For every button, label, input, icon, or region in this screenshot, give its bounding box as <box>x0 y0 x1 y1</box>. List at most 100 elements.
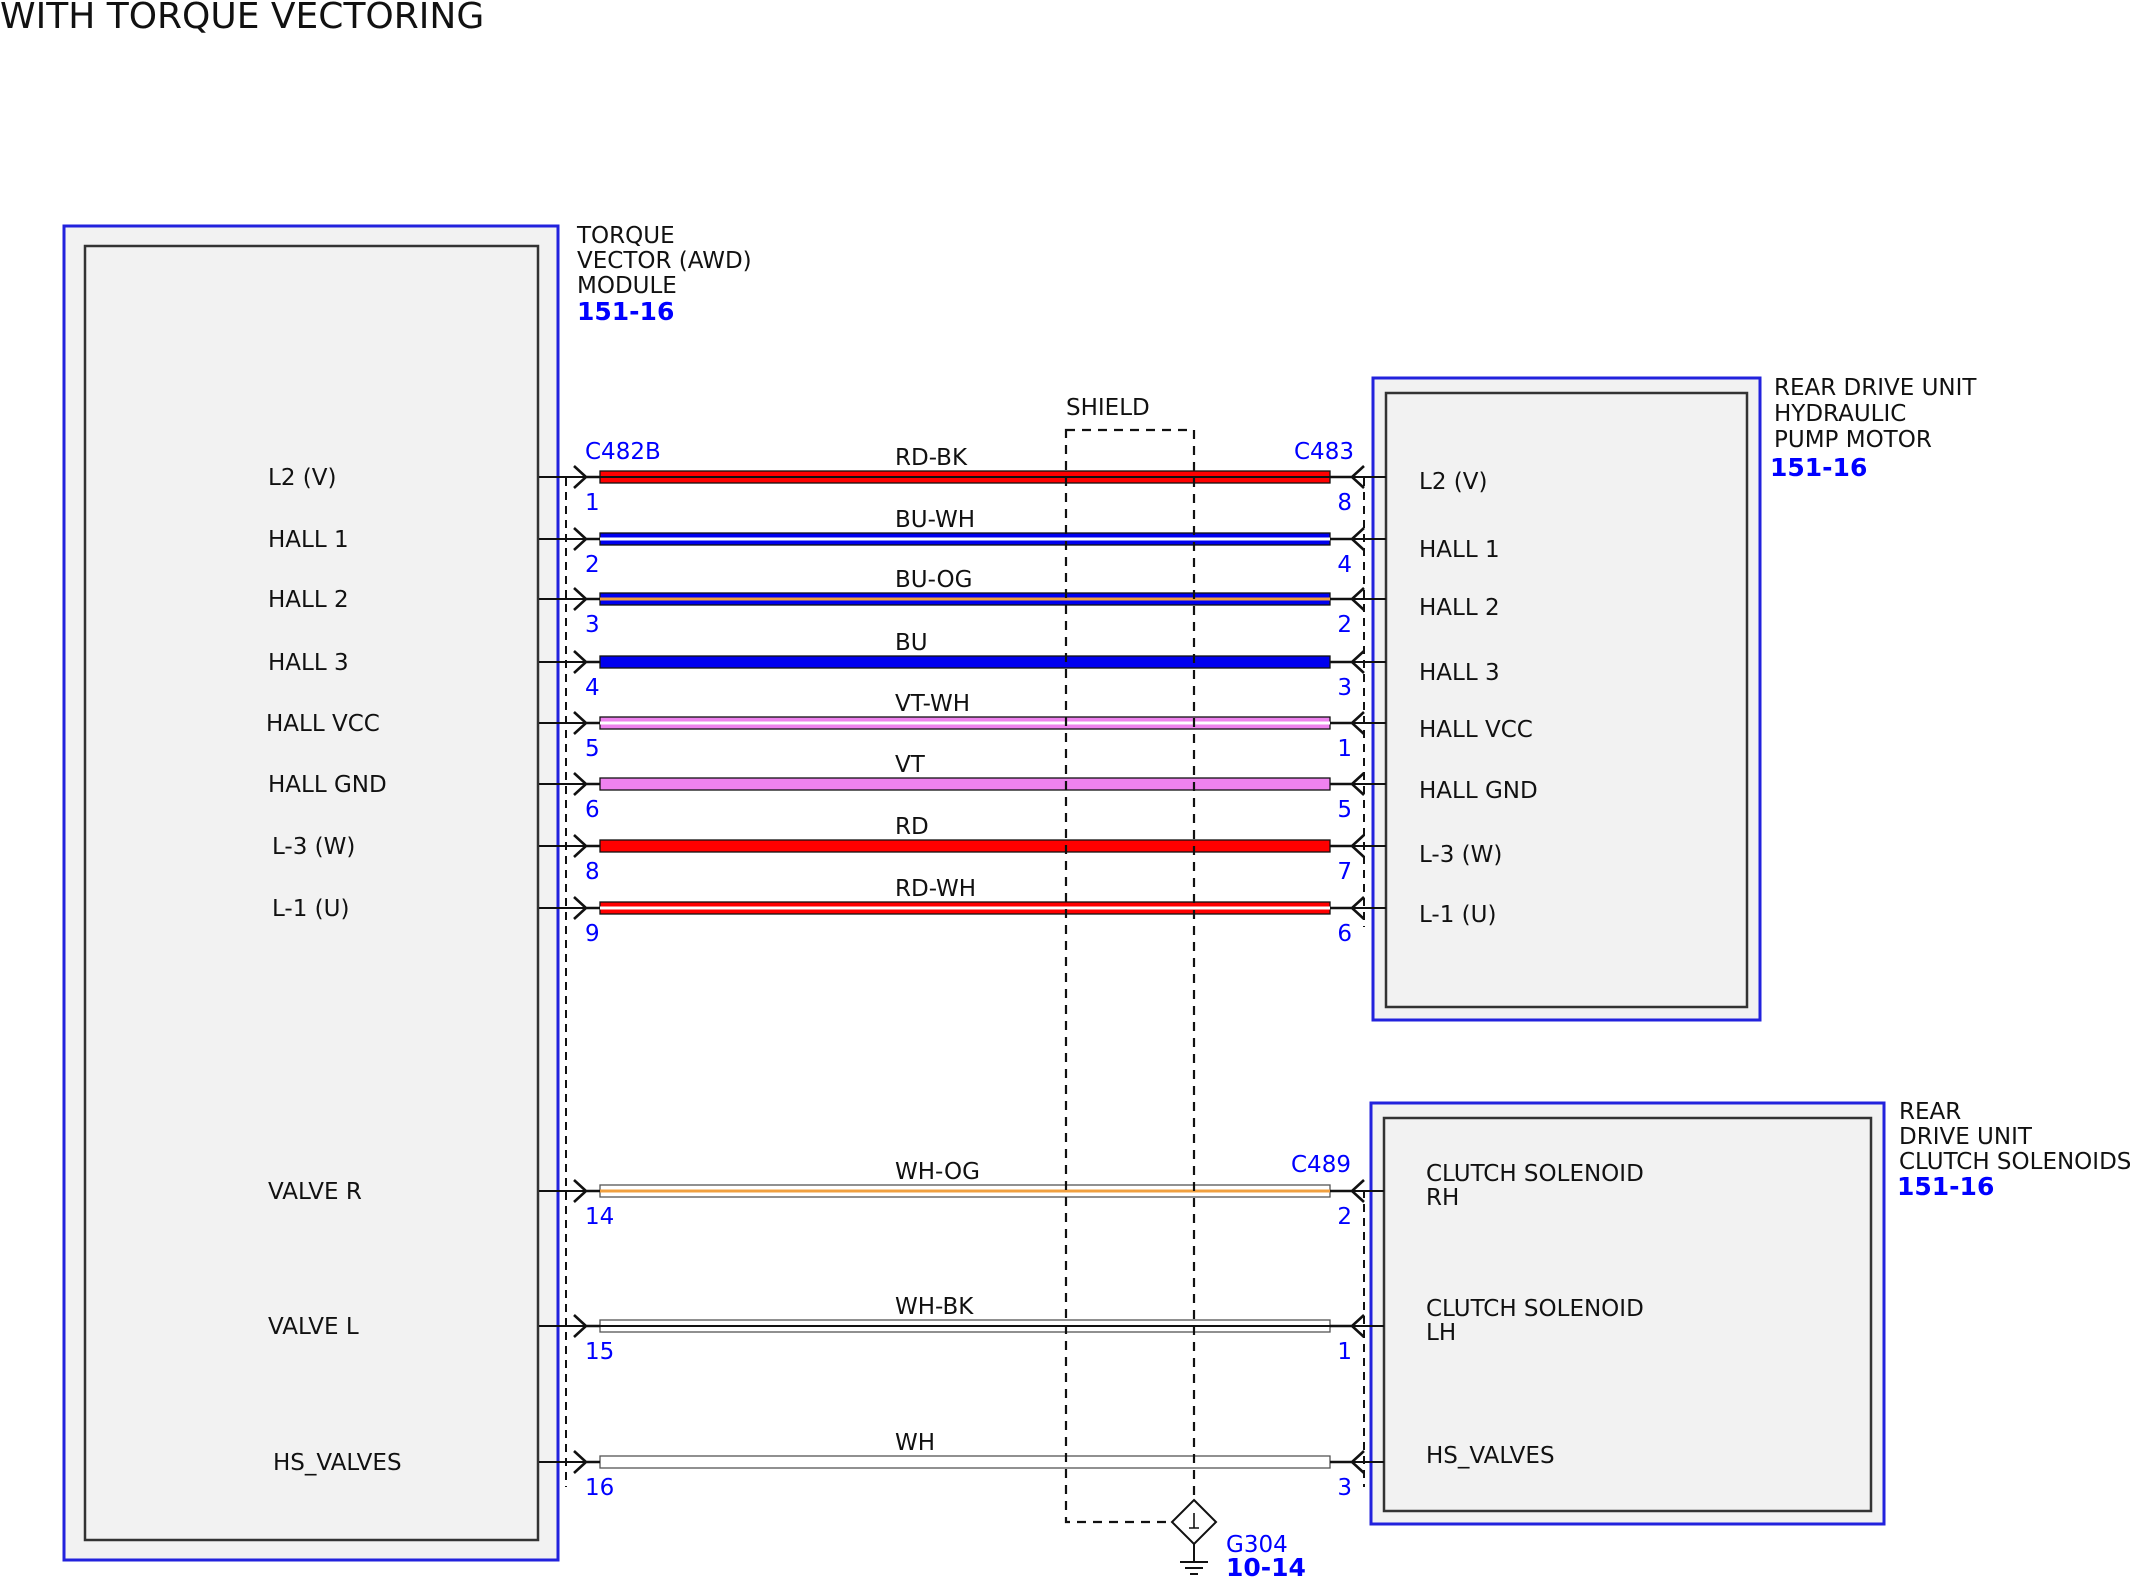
right-pin-label-line-1: HS_VALVES <box>1426 1443 1555 1469</box>
module-name-line-3: MODULE <box>577 273 677 299</box>
left-pin-number: 3 <box>585 612 600 638</box>
pin-arrow-left-icon <box>573 587 600 611</box>
right-pin-label: HALL 3 <box>1419 660 1500 686</box>
pin-arrow-left-icon <box>573 896 600 920</box>
right-pin-number: 1 <box>1337 1339 1352 1365</box>
wire-color-label: BU-WH <box>895 507 975 533</box>
pin-arrow-right-icon <box>1330 527 1365 551</box>
solenoid-name-line-1: REAR <box>1899 1099 1961 1125</box>
left-pin-label: HALL 2 <box>268 587 349 613</box>
solenoid-inner-box <box>1382 1116 1873 1513</box>
pin-arrow-left-icon <box>573 1179 600 1203</box>
right-pin-number: 7 <box>1337 859 1352 885</box>
shield-label: SHIELD <box>1066 395 1150 421</box>
solenoids-label: REAR DRIVE UNIT CLUTCH SOLENOIDS 151-16 <box>1897 1099 2130 1201</box>
ground-ref-link[interactable]: 10-14 <box>1226 1553 1306 1579</box>
right-pin-label-line-2: LH <box>1426 1320 1456 1346</box>
wire-color-label: RD-WH <box>895 876 976 902</box>
pin-arrow-right-icon <box>1330 711 1365 735</box>
left-pin-label: HS_VALVES <box>273 1450 402 1476</box>
wire-color-label: VT-WH <box>895 691 970 717</box>
left-pin-number: 15 <box>585 1339 614 1365</box>
right-pin-number: 8 <box>1337 490 1352 516</box>
right-pin-label-line-2: RH <box>1426 1185 1459 1211</box>
right-pin-label: HALL VCC <box>1419 717 1533 743</box>
pin-arrow-right-icon <box>1330 587 1365 611</box>
pin-arrow-left-icon <box>573 834 600 858</box>
torque-vector-module[interactable] <box>62 224 560 1562</box>
wire-color-label: WH-BK <box>895 1294 974 1320</box>
ground-id[interactable]: G304 <box>1226 1532 1288 1558</box>
left-pin-label: HALL GND <box>268 772 387 798</box>
connector-c483[interactable]: C483 <box>1294 439 1354 465</box>
right-pin-label: L-1 (U) <box>1419 902 1496 928</box>
wire-bu-og[interactable]: BU-OG 3 2 HALL 2 HALL 2 <box>268 567 1500 638</box>
clutch-solenoids[interactable] <box>1369 1101 1886 1526</box>
right-pin-label: L-3 (W) <box>1419 842 1502 868</box>
pin-arrow-right-icon <box>1330 896 1365 920</box>
wire-color-label: BU <box>895 630 928 656</box>
pin-arrow-right-icon <box>1330 465 1365 489</box>
pump-ref-link[interactable]: 151-16 <box>1770 453 1867 482</box>
pin-arrow-right-icon <box>1330 1450 1365 1474</box>
solenoid-name-line-3: CLUTCH SOLENOIDS <box>1899 1149 2130 1175</box>
hydraulic-pump-motor[interactable] <box>1371 376 1762 1022</box>
right-pin-label: L2 (V) <box>1419 469 1487 495</box>
pump-inner-box <box>1384 391 1749 1009</box>
left-pin-number: 5 <box>585 736 600 762</box>
right-pin-number: 6 <box>1337 921 1352 947</box>
pump-name-line-3: PUMP MOTOR <box>1774 427 1932 453</box>
pump-name-line-1: REAR DRIVE UNIT <box>1774 375 1977 401</box>
left-pin-label: VALVE L <box>268 1314 359 1340</box>
left-pin-label: HALL 1 <box>268 527 349 553</box>
pin-arrow-left-icon <box>573 465 600 489</box>
connector-c482b[interactable]: C482B <box>585 439 661 465</box>
module-name-line-2: VECTOR (AWD) <box>577 248 752 274</box>
solenoid-ref-link[interactable]: 151-16 <box>1897 1172 1994 1201</box>
pin-arrow-right-icon <box>1330 1179 1365 1203</box>
diagram-title: WITH TORQUE VECTORING <box>0 0 484 37</box>
module-inner-box <box>83 244 540 1542</box>
pin-arrow-left-icon <box>573 650 600 674</box>
pin-arrow-left-icon <box>573 527 600 551</box>
pin-arrow-left-icon <box>573 711 600 735</box>
wire-body <box>599 777 1331 791</box>
pin-arrow-left-icon <box>573 772 600 796</box>
pin-arrow-right-icon <box>1330 650 1365 674</box>
left-pin-number: 16 <box>585 1475 614 1501</box>
left-pin-label: L-1 (U) <box>272 896 349 922</box>
wire-color-label: RD-BK <box>895 445 968 471</box>
right-pin-label: HALL 2 <box>1419 595 1500 621</box>
right-pin-label-line-1: CLUTCH SOLENOID <box>1426 1161 1644 1187</box>
ground-symbol-inner-icon <box>1189 1513 1199 1529</box>
torque-vector-module-label: TORQUE VECTOR (AWD) MODULE 151-16 <box>576 223 752 326</box>
module-ref-link[interactable]: 151-16 <box>577 297 674 326</box>
wire-color-label: BU-OG <box>895 567 972 593</box>
pin-arrow-right-icon <box>1330 1314 1365 1338</box>
connector-c489[interactable]: C489 <box>1291 1152 1351 1178</box>
pump-name-line-2: HYDRAULIC <box>1774 401 1906 427</box>
pin-arrow-right-icon <box>1330 772 1365 796</box>
right-pin-number: 1 <box>1337 736 1352 762</box>
left-pin-number: 4 <box>585 675 600 701</box>
right-pin-label: HALL GND <box>1419 778 1538 804</box>
pin-arrow-left-icon <box>573 1314 600 1338</box>
wire-color-label: WH-OG <box>895 1159 980 1185</box>
right-pin-number: 2 <box>1337 1204 1352 1230</box>
right-pin-number: 2 <box>1337 612 1352 638</box>
right-pin-number: 3 <box>1337 1475 1352 1501</box>
left-pin-number: 8 <box>585 859 600 885</box>
pin-arrow-left-icon <box>573 1450 600 1474</box>
